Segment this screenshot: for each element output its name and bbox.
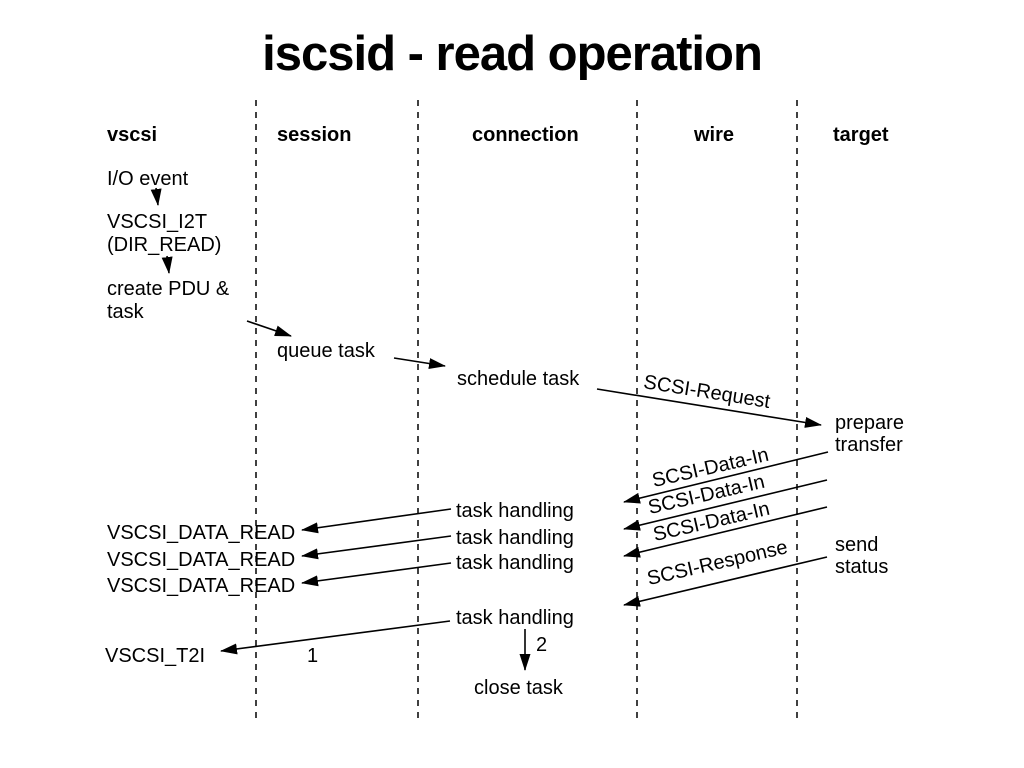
lane-header-vscsi: vscsi (107, 124, 158, 146)
step-vscsi-data-read-2: VSCSI_DATA_READ (107, 549, 296, 571)
arrow-create-pdu-to-queue-task (246, 320, 292, 337)
step-vscsi-i2t: VSCSI_I2T (107, 211, 208, 233)
step-io-event: I/O event (107, 168, 189, 190)
step-create-pdu-line1: create PDU & (107, 278, 230, 300)
lane-header-session: session (277, 124, 352, 146)
arrow-scsi-data-in-3 (623, 506, 828, 558)
step-close-task: close task (474, 677, 563, 699)
step-vscsi-data-read-1: VSCSI_DATA_READ (107, 522, 296, 544)
step-task-handling-3: task handling (456, 552, 574, 574)
arrow-scsi-data-in-2 (623, 479, 828, 531)
step-vscsi-i2t-arg: (DIR_READ) (107, 234, 222, 256)
arrow-scsi-data-in-1 (623, 451, 829, 504)
arrow-task-handling-1-to-data-read-1 (301, 508, 452, 534)
arrow-task-handling-3-to-data-read-3 (301, 562, 452, 587)
arrow-task-handling-4-to-t2i (220, 620, 451, 655)
step-prepare-line1: prepare (835, 412, 904, 434)
step-vscsi-t2i: VSCSI_T2I (105, 645, 206, 667)
step-schedule-task: schedule task (457, 368, 580, 390)
step-number-1: 1 (307, 645, 319, 667)
step-send-line1: send (835, 534, 879, 556)
arrow-i2t-to-create-pdu (161, 255, 173, 274)
step-send-line2: status (835, 556, 889, 578)
lane-header-target: target (833, 124, 889, 146)
lane-header-connection: connection (472, 124, 579, 146)
step-number-2: 2 (536, 634, 548, 656)
arrow-task-handling-2-to-data-read-2 (301, 535, 452, 560)
arrow-scsi-response (623, 556, 828, 607)
step-vscsi-data-read-3: VSCSI_DATA_READ (107, 575, 296, 597)
arrow-io-event-to-i2t (150, 187, 162, 206)
arrow-scsi-request (596, 388, 822, 428)
step-task-handling-4: task handling (456, 607, 574, 629)
step-prepare-line2: transfer (835, 434, 903, 456)
step-task-handling-2: task handling (456, 527, 574, 549)
step-queue-task: queue task (277, 340, 375, 362)
step-create-pdu-line2: task (107, 301, 144, 323)
arrow-queue-task-to-schedule-task (393, 357, 446, 369)
step-task-handling-1: task handling (456, 500, 574, 522)
slide-title: iscsid - read operation (262, 27, 763, 81)
lane-header-wire: wire (694, 124, 735, 146)
